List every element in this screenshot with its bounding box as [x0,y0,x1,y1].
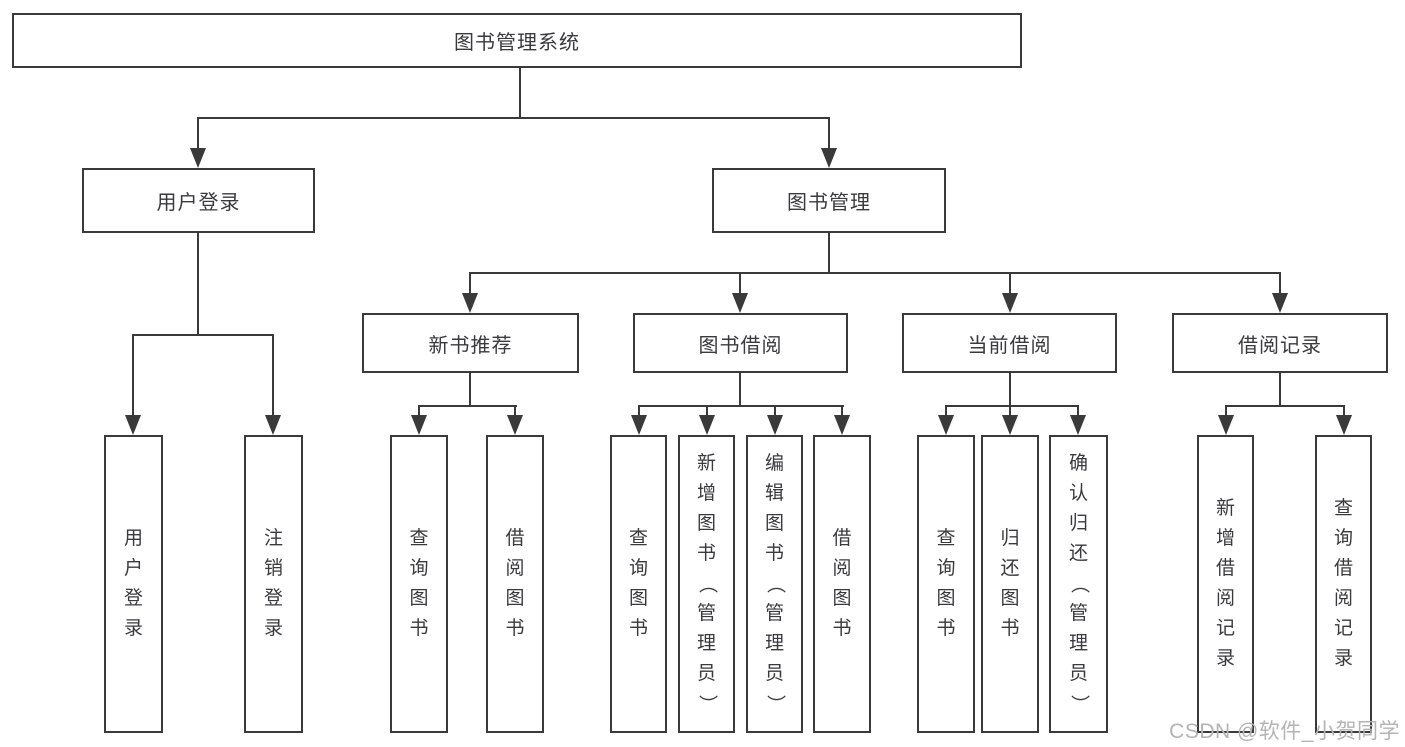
connector-leaf [774,406,776,417]
node-new-book-recommend-label: 新书推荐 [428,334,513,357]
arrow-down-icon [1070,415,1086,435]
connector-leaf [514,406,516,417]
connector-root-stem [519,68,521,119]
connector-leaf [706,406,708,417]
node-book-management: 图书管理 [712,168,946,233]
node-add-book-admin-label: 新增图书（管理员） [696,453,718,714]
node-add-borrow-record-label: 新增借阅记录 [1215,498,1235,669]
connector-current-borrowing-stem [1009,373,1011,407]
node-user-login-label: 用户登录 [156,192,241,214]
node-borrow-books-recommend-label: 借阅图书 [505,528,525,639]
arrow-down-icon [507,415,523,435]
arrow-down-icon [125,415,141,435]
node-query-books-current-label: 查询图书 [936,528,956,639]
arrow-down-icon [631,415,647,435]
node-book-borrowing-label: 图书借阅 [698,334,783,357]
arrow-down-icon [1272,293,1288,313]
node-logout: 注销登录 [244,435,303,733]
node-borrowing-records-label: 借阅记录 [1238,334,1322,357]
connector-to-book-management [828,118,830,150]
connector-leaf [1343,406,1345,417]
node-query-borrow-record-label: 查询借阅记录 [1333,498,1353,669]
connector-leaf [841,406,843,417]
node-borrowing-records: 借阅记录 [1172,313,1388,373]
node-borrow-books-leaf: 借阅图书 [813,435,871,733]
node-user-login-leaf-label: 用户登录 [123,528,143,639]
connector-root-bar [197,117,830,119]
connector-to-current-borrowing [1009,273,1011,295]
connector-new-book-stem [469,373,471,407]
node-query-books-current: 查询图书 [917,435,975,733]
connector-leaf [1225,406,1227,417]
arrow-down-icon [821,148,837,168]
connector-user-login-stem [197,233,199,336]
connector-to-book-borrowing [739,273,741,295]
node-add-book-admin: 新增图书（管理员） [678,435,735,733]
node-edit-book-admin: 编辑图书（管理员） [746,435,803,733]
node-query-books-recommend-label: 查询图书 [409,528,429,639]
node-query-borrow-record: 查询借阅记录 [1315,435,1372,733]
node-library-system-label: 图书管理系统 [454,32,580,54]
arrow-down-icon [190,148,206,168]
connector-leaf [1009,406,1011,417]
node-current-borrowing-label: 当前借阅 [967,334,1052,357]
node-user-login: 用户登录 [82,168,315,233]
connector-to-logout [272,335,274,417]
arrow-down-icon [699,415,715,435]
connector-to-user-login-leaf [132,335,134,417]
connector-book-management-stem [828,233,830,274]
arrow-down-icon [767,415,783,435]
arrow-down-icon [411,415,427,435]
connector-leaf [418,406,420,417]
node-borrow-books-recommend: 借阅图书 [486,435,544,733]
connector-borrowing-records-bar [1225,405,1345,407]
csdn-watermark: CSDN @软件_小贺同学 [1169,720,1400,743]
arrow-down-icon [1218,415,1234,435]
connector-book-borrowing-stem [739,373,741,407]
node-logout-label: 注销登录 [263,528,283,639]
node-library-system: 图书管理系统 [12,13,1022,68]
connector-leaf [638,406,640,417]
node-user-login-leaf: 用户登录 [104,435,163,733]
connector-book-management-bar [469,272,1281,274]
node-book-borrowing: 图书借阅 [633,313,848,373]
connector-borrowing-records-stem [1279,373,1281,407]
connector-to-borrowing-records [1279,273,1281,295]
node-current-borrowing: 当前借阅 [902,313,1117,373]
node-edit-book-admin-label: 编辑图书（管理员） [764,453,786,714]
node-query-books-borrowing: 查询图书 [610,435,667,733]
node-book-management-label: 图书管理 [787,192,871,214]
node-query-books-borrowing-label: 查询图书 [628,528,648,639]
connector-current-borrowing-bar [945,405,1079,407]
arrow-down-icon [462,293,478,313]
arrow-down-icon [834,415,850,435]
arrow-down-icon [1336,415,1352,435]
connector-leaf [945,406,947,417]
connector-leaf [1077,406,1079,417]
connector-book-borrowing-bar [638,405,844,407]
arrow-down-icon [1002,293,1018,313]
connector-user-login-bar [132,334,274,336]
node-new-book-recommend: 新书推荐 [362,313,579,373]
node-confirm-return-admin-label: 确认归还（管理员） [1068,453,1090,714]
node-add-borrow-record: 新增借阅记录 [1197,435,1254,733]
arrow-down-icon [1002,415,1018,435]
arrow-down-icon [732,293,748,313]
node-return-books-label: 归还图书 [1000,528,1020,639]
node-confirm-return-admin: 确认归还（管理员） [1049,435,1108,733]
arrow-down-icon [938,415,954,435]
node-borrow-books-leaf-label: 借阅图书 [832,528,852,639]
node-query-books-recommend: 查询图书 [390,435,448,733]
node-return-books: 归还图书 [981,435,1039,733]
arrow-down-icon [265,415,281,435]
connector-to-new-book-recommend [469,273,471,295]
connector-to-user-login [197,118,199,150]
connector-new-book-bar [418,405,517,407]
